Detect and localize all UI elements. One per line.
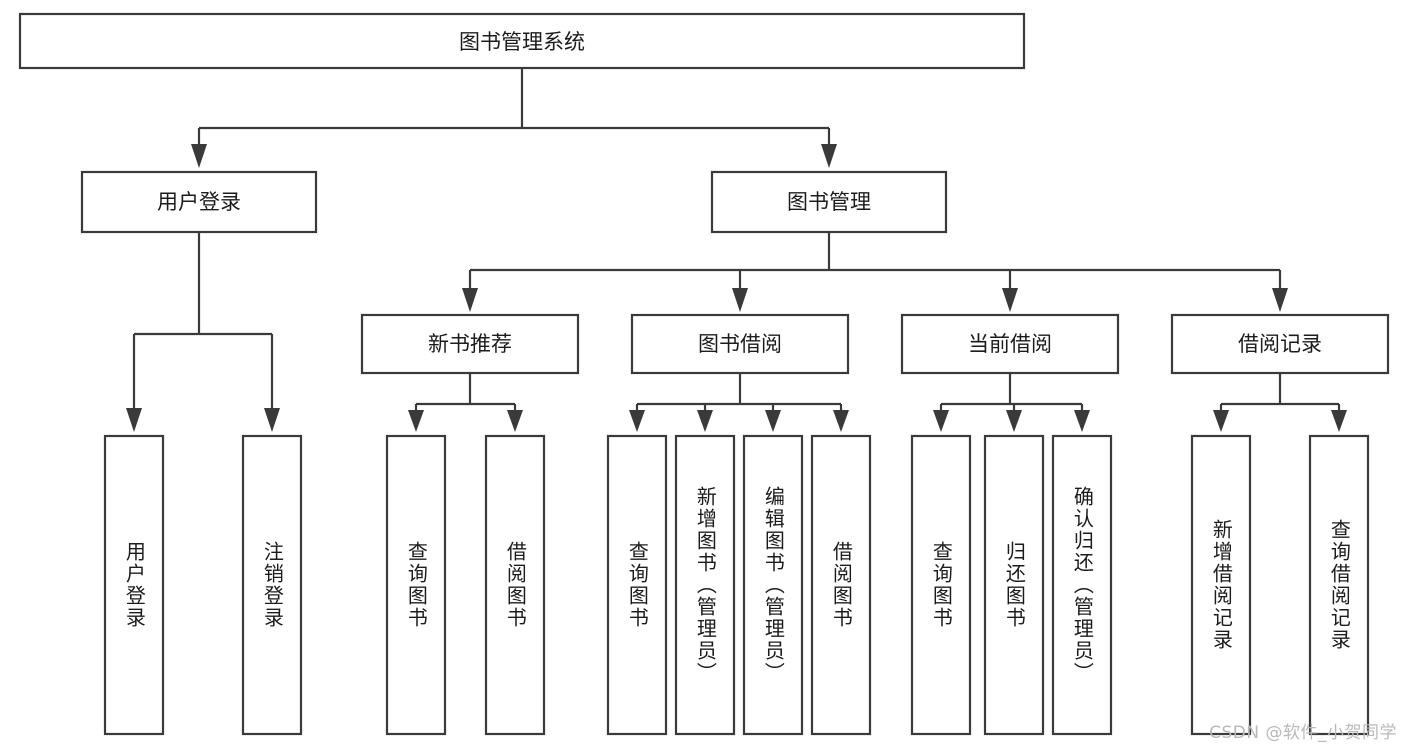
node-root-box[interactable] bbox=[18, 12, 1026, 70]
arrow-head-icon bbox=[697, 410, 713, 432]
arrow-head-icon bbox=[1074, 410, 1090, 432]
leaf-box-edit-book-admin[interactable] bbox=[742, 434, 804, 736]
arrow-head-icon bbox=[1272, 288, 1288, 312]
arrow-head-icon bbox=[933, 410, 949, 432]
arrow-head-icon bbox=[1002, 288, 1018, 312]
leaf-box-borrow-book[interactable] bbox=[810, 434, 872, 736]
node-root-label: 图书管理系统 bbox=[459, 30, 585, 54]
leaf-box-user-login[interactable] bbox=[103, 434, 165, 736]
leaf-box-add-book-admin[interactable] bbox=[674, 434, 736, 736]
connector-group-current bbox=[933, 373, 1090, 432]
leaf-box-query-book-current[interactable] bbox=[910, 434, 972, 736]
node-borrow-records-label: 借阅记录 bbox=[1238, 332, 1322, 356]
leaf-box-add-borrow-record[interactable] bbox=[1190, 434, 1252, 736]
node-book-management-box[interactable] bbox=[710, 170, 948, 234]
leaf-box-query-borrow-record[interactable] bbox=[1308, 434, 1370, 736]
node-borrow-records-box[interactable] bbox=[1170, 313, 1390, 375]
leaf-box-query-book-borrow[interactable] bbox=[606, 434, 668, 736]
arrow-head-icon bbox=[408, 410, 424, 432]
connector-group-login bbox=[126, 232, 280, 432]
connector-group-records bbox=[1213, 373, 1347, 432]
node-book-borrow-label: 图书借阅 bbox=[698, 332, 782, 356]
leaf-box-logout[interactable] bbox=[241, 434, 303, 736]
connector-group-root bbox=[191, 68, 837, 168]
node-book-borrow-box[interactable] bbox=[630, 313, 850, 375]
arrow-head-icon bbox=[1213, 410, 1229, 432]
arrow-head-icon bbox=[833, 410, 849, 432]
arrow-head-icon bbox=[1331, 410, 1347, 432]
arrow-head-icon bbox=[126, 408, 142, 432]
node-new-book-recommend-label: 新书推荐 bbox=[428, 332, 512, 356]
arrow-head-icon bbox=[629, 410, 645, 432]
arrow-head-icon bbox=[462, 288, 478, 312]
node-user-login-label: 用户登录 bbox=[157, 190, 241, 214]
arrow-head-icon bbox=[264, 408, 280, 432]
leaf-box-confirm-return-admin[interactable] bbox=[1051, 434, 1113, 736]
leaf-box-return-book[interactable] bbox=[983, 434, 1045, 736]
node-book-management-label: 图书管理 bbox=[787, 190, 871, 214]
connector-group-bookmgmt bbox=[462, 232, 1288, 312]
arrow-head-icon bbox=[765, 410, 781, 432]
arrow-head-icon bbox=[1006, 410, 1022, 432]
arrow-head-icon bbox=[732, 288, 748, 312]
connector-group-borrow bbox=[629, 373, 849, 432]
arrow-head-icon bbox=[507, 410, 523, 432]
arrow-head-icon bbox=[821, 144, 837, 168]
csdn-watermark: CSDN @软件_小贺同学 bbox=[1209, 723, 1397, 743]
leaf-box-borrow-book-new[interactable] bbox=[484, 434, 546, 736]
connector-group-newbook bbox=[408, 373, 523, 432]
node-user-login-box[interactable] bbox=[80, 170, 318, 234]
node-new-book-recommend-box[interactable] bbox=[360, 313, 580, 375]
leaf-box-group bbox=[103, 434, 1370, 736]
node-current-borrow-box[interactable] bbox=[900, 313, 1120, 375]
leaf-box-query-book-new[interactable] bbox=[385, 434, 447, 736]
arrow-head-icon bbox=[191, 144, 207, 168]
node-current-borrow-label: 当前借阅 bbox=[968, 332, 1052, 356]
